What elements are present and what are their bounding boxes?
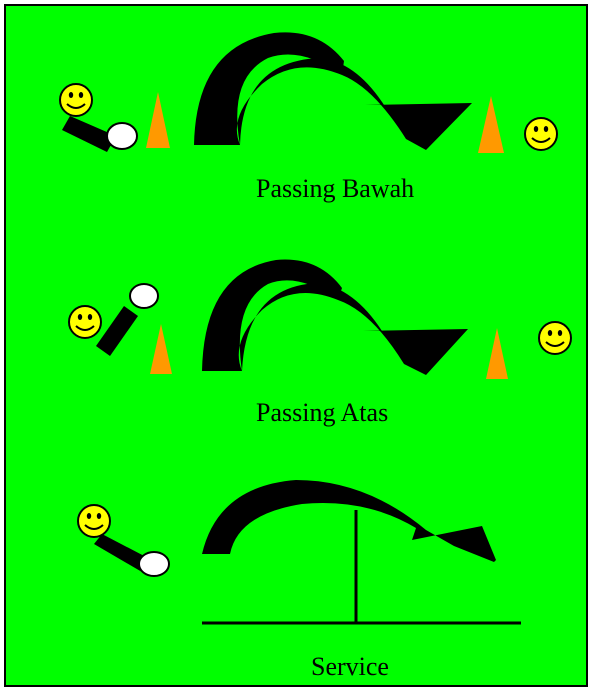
curved-arrow-icon (202, 480, 496, 562)
player-right-icon (524, 117, 558, 151)
drill-service (77, 480, 521, 625)
player-arm-icon (94, 534, 148, 572)
player-left-icon (59, 83, 93, 117)
curved-arrow-icon (194, 32, 472, 151)
diagram-drawing (59, 32, 572, 625)
ball-icon (138, 551, 170, 577)
cone-left-icon (150, 324, 172, 374)
drill-diagram: Passing Bawah Passing Atas Service (4, 4, 588, 687)
ball-icon (129, 283, 159, 309)
drill-label-passing-atas: Passing Atas (256, 398, 389, 427)
cone-right-icon (478, 96, 504, 153)
drill-passing-bawah (59, 32, 558, 153)
cone-right-icon (486, 328, 508, 379)
player-left-icon (68, 305, 102, 339)
curved-arrow-icon (202, 259, 468, 375)
cone-left-icon (146, 92, 170, 148)
player-arm-icon (62, 116, 116, 152)
drill-passing-atas (68, 259, 572, 379)
player-left-icon (77, 504, 111, 538)
drill-label-passing-bawah: Passing Bawah (256, 174, 415, 203)
player-arm-icon (96, 306, 138, 356)
player-right-icon (538, 321, 572, 355)
ball-icon (106, 122, 138, 150)
drill-label-service: Service (311, 652, 389, 681)
